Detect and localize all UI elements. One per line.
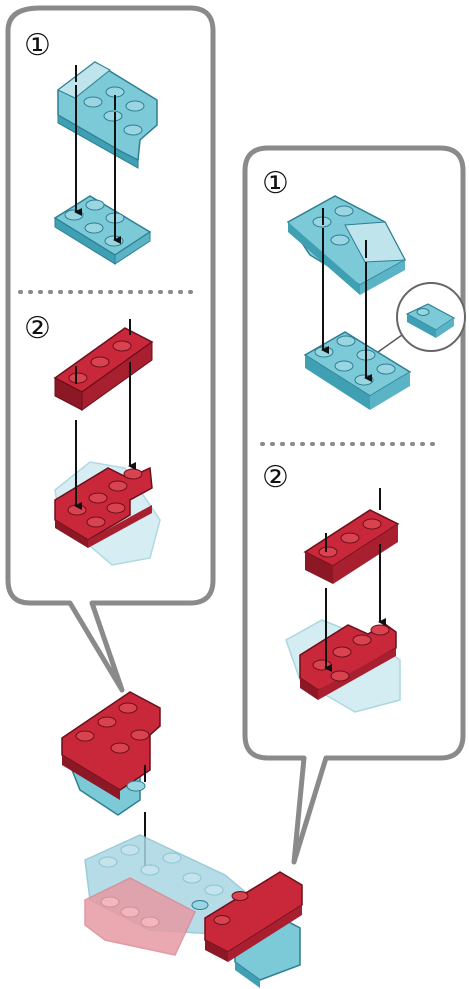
- red-cross-plate-icon: [285, 619, 401, 713]
- assembled-subpart-icon: [61, 691, 161, 816]
- slope-brick-detail-icon: [377, 282, 466, 353]
- left-step-2-number: ②: [24, 311, 51, 346]
- blue-wedge-brick-icon: [286, 195, 407, 295]
- airplane-model-icon: [84, 834, 303, 988]
- right-step-2-number: ②: [262, 460, 289, 495]
- left-step-1-number: ①: [24, 28, 51, 63]
- blue-wedge-brick-icon: [57, 61, 158, 169]
- right-step-1-number: ①: [262, 166, 289, 201]
- red-plate-icon: [303, 488, 400, 584]
- red-plate-icon: [53, 319, 154, 411]
